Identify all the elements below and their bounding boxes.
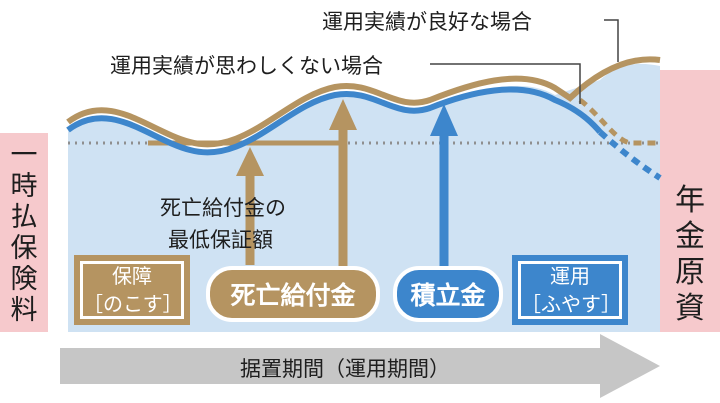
min-guarantee-line2: 最低保証額 <box>168 228 273 252</box>
pension-fund-char: 原 <box>675 255 705 290</box>
single-premium-char: 払 <box>10 201 38 233</box>
min-guarantee-arrow-head <box>236 147 264 176</box>
period-arrow <box>60 334 660 398</box>
good-case-label: 運用実績が良好な場合 <box>322 10 532 34</box>
single-premium-box: 一 時 払 保 険 料 <box>0 133 48 332</box>
pension-fund-box: 年 金 原 資 <box>660 178 720 332</box>
investment-box: 運用 ［ふやす］ <box>518 261 622 319</box>
pension-fund-char: 金 <box>675 219 705 254</box>
reserve-arrow-head <box>430 104 458 136</box>
protection-label: 保障 <box>112 264 152 288</box>
protection-box: 保障 ［のこす］ <box>80 261 184 319</box>
single-premium-char: 時 <box>10 170 38 202</box>
investment-label: 運用 <box>550 264 590 288</box>
reserve-pill: 積立金 <box>393 266 503 322</box>
min-guarantee-label: 死亡給付金の 最低保証額 <box>160 192 286 256</box>
death-benefit-pill: 死亡給付金 <box>206 266 380 322</box>
pension-fund-char: 年 <box>675 183 705 218</box>
single-premium-char: 保 <box>10 232 38 264</box>
single-premium-char: 険 <box>10 263 38 295</box>
good-case-leader <box>604 19 619 62</box>
investment-box-bg <box>512 255 628 325</box>
good-case-curve <box>66 56 661 148</box>
bad-case-leader <box>430 63 581 104</box>
deferral-period-label: 据置期間（運用期間） <box>240 357 450 381</box>
single-premium-char: 一 <box>10 139 38 171</box>
min-guarantee-line1: 死亡給付金の <box>160 196 286 220</box>
bad-case-projection <box>597 129 662 181</box>
death-benefit-arrow-head <box>329 99 357 130</box>
bad-case-curve <box>66 86 603 156</box>
single-premium-char: 料 <box>10 294 38 326</box>
investment-sublabel: ［ふやす］ <box>521 292 621 316</box>
pension-side-band <box>660 70 720 332</box>
protection-sublabel: ［のこす］ <box>83 292 183 316</box>
protection-box-bg <box>74 255 190 325</box>
pension-fund-char: 資 <box>675 291 705 326</box>
bad-case-label: 運用実績が思わしくない場合 <box>110 54 383 78</box>
